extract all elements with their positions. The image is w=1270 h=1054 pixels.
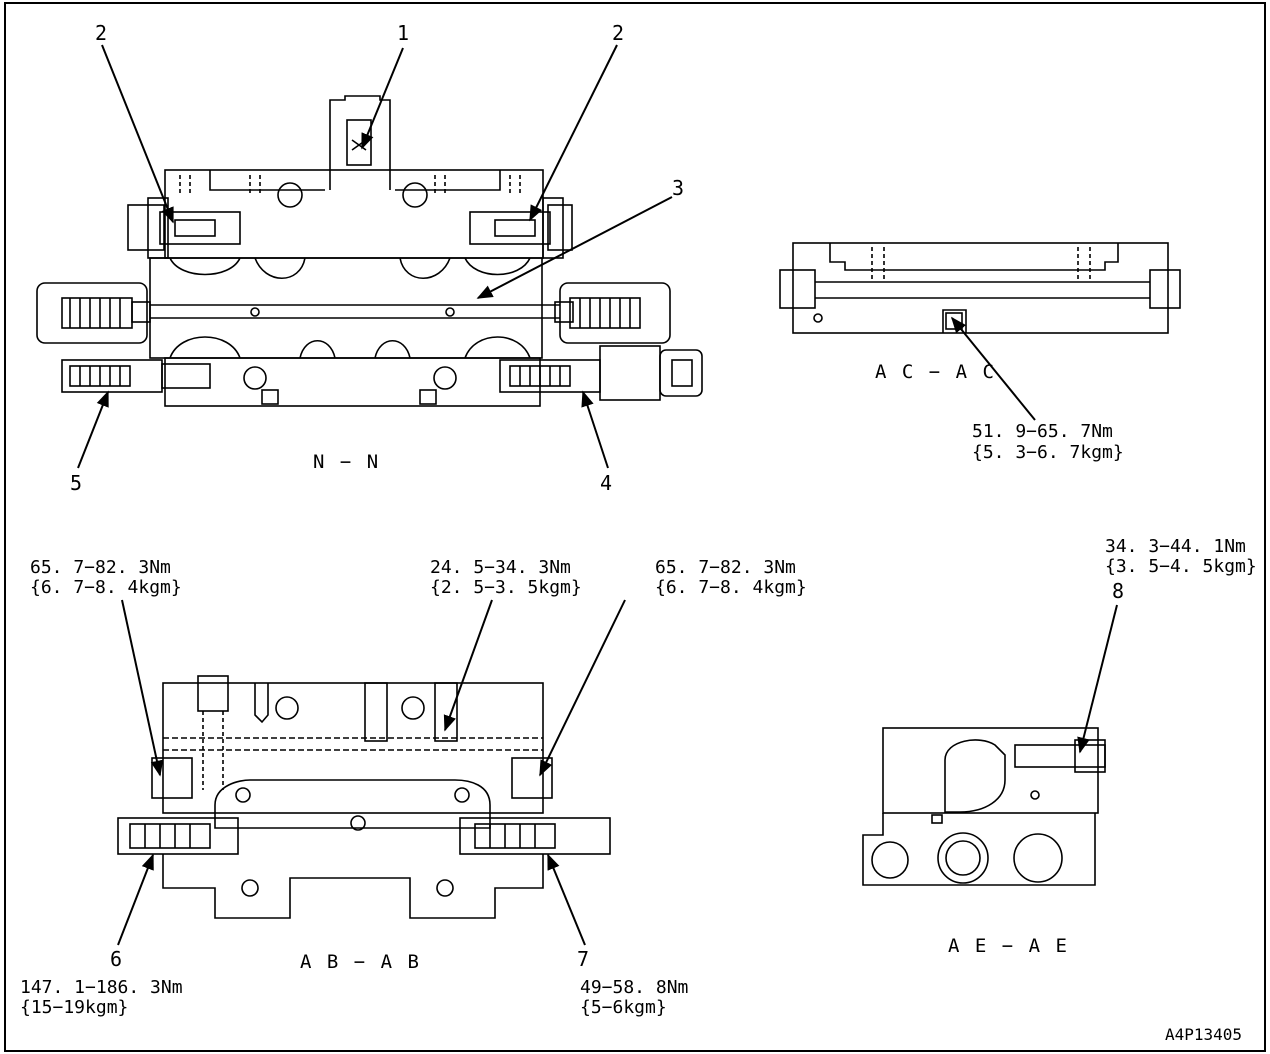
torque-item7-nm: 49−58. 8Nm bbox=[580, 977, 688, 998]
callout-2-left: 2 bbox=[95, 21, 107, 45]
torque-acac-nm: 51. 9−65. 7Nm bbox=[972, 421, 1113, 442]
figure-id: A4P13405 bbox=[1165, 1025, 1242, 1044]
callout-8: 8 bbox=[1112, 579, 1124, 603]
torque-ab-right-kgm: {6. 7−8. 4kgm} bbox=[655, 577, 807, 598]
callout-1: 1 bbox=[397, 21, 409, 45]
drawing-border bbox=[4, 2, 1266, 1052]
section-aeae-drawing bbox=[862, 727, 1106, 886]
torque-ab-left-kgm: {6. 7−8. 4kgm} bbox=[30, 577, 182, 598]
torque-ae-nm: 34. 3−44. 1Nm bbox=[1105, 536, 1246, 557]
torque-item6-kgm: {15−19kgm} bbox=[20, 997, 128, 1018]
torque-ab-mid-kgm: {2. 5−3. 5kgm} bbox=[430, 577, 582, 598]
torque-item6-nm: 147. 1−186. 3Nm bbox=[20, 977, 183, 998]
torque-ae-kgm: {3. 5−4. 5kgm} bbox=[1105, 556, 1257, 577]
section-acac-drawing bbox=[779, 242, 1181, 334]
torque-ab-right-nm: 65. 7−82. 3Nm bbox=[655, 557, 796, 578]
section-label-nn: N − N bbox=[313, 451, 380, 473]
leader-lines bbox=[77, 44, 1118, 946]
section-abab-drawing bbox=[117, 675, 611, 919]
section-label-abab: A B − A B bbox=[300, 951, 421, 973]
callout-4: 4 bbox=[600, 471, 612, 495]
callout-6: 6 bbox=[110, 947, 122, 971]
callout-5: 5 bbox=[70, 471, 82, 495]
section-label-aeae: A E − A E bbox=[948, 935, 1069, 957]
section-nn-drawing bbox=[36, 95, 703, 407]
torque-ab-left-nm: 65. 7−82. 3Nm bbox=[30, 557, 171, 578]
callout-3: 3 bbox=[672, 176, 684, 200]
torque-ab-mid-nm: 24. 5−34. 3Nm bbox=[430, 557, 571, 578]
torque-item7-kgm: {5−6kgm} bbox=[580, 997, 667, 1018]
section-label-acac: A C − A C bbox=[875, 361, 996, 383]
torque-acac-kgm: {5. 3−6. 7kgm} bbox=[972, 442, 1124, 463]
callout-2-right: 2 bbox=[612, 21, 624, 45]
callout-7: 7 bbox=[577, 947, 589, 971]
